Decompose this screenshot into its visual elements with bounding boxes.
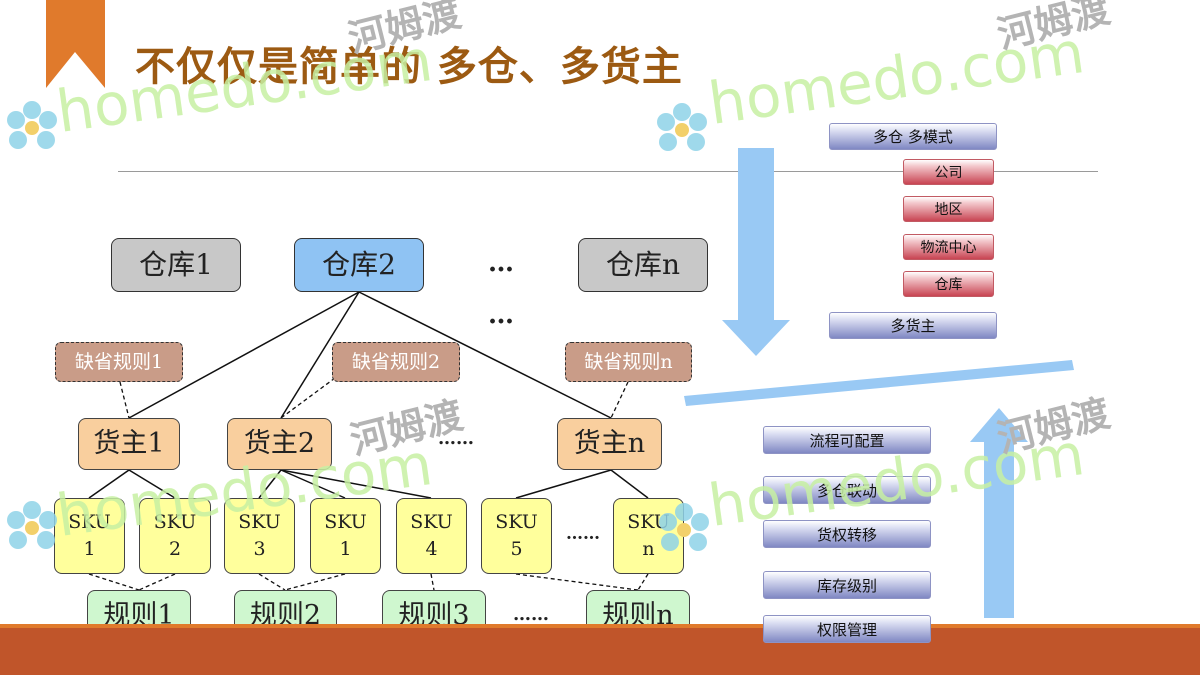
sku-box: SKU 3: [224, 498, 295, 574]
connector-ownern-skun: [610, 469, 649, 499]
feature-multi-warehouse-linkage: 多仓联动: [763, 476, 931, 504]
rule-row-ellipsis: ……: [513, 604, 549, 625]
dash-rule2-owner2: [280, 377, 336, 419]
sku-box: SKU 1: [54, 498, 125, 574]
connector-owner2-sku4: [280, 469, 432, 499]
level-warehouse: 仓库: [903, 271, 994, 297]
sku-box: SKU n: [613, 498, 684, 574]
connector-wh2-owner1: [128, 291, 360, 419]
watermark-flower-icon: [2, 498, 62, 562]
page-title: 不仅仅是简单的 多仓、多货主: [135, 44, 683, 90]
level-logistics-center: 物流中心: [903, 234, 994, 260]
dash-skun-rulen: [637, 573, 649, 591]
owner-row-ellipsis: ……: [438, 428, 474, 449]
owner-1: 货主1: [78, 418, 180, 470]
owner-2: 货主2: [227, 418, 332, 470]
level-company: 公司: [903, 159, 994, 185]
dash-sku3-rule2: [258, 573, 286, 591]
dash-rulen-ownern: [610, 381, 629, 419]
feature-configurable-process: 流程可配置: [763, 426, 931, 454]
corner-tag: [46, 0, 105, 88]
multi-owner-label: 多货主: [829, 312, 997, 339]
separator-bar: [684, 360, 1074, 406]
level-region: 地区: [903, 196, 994, 222]
up-arrow-icon: [970, 408, 1028, 618]
connector-owner2-sku1b: [280, 469, 346, 499]
dash-sku1b-rule2: [284, 573, 346, 591]
connector-owner1-sku1: [88, 469, 130, 499]
connector-ownern-sku5: [515, 469, 612, 499]
divider-line: [118, 171, 1098, 172]
sku-box: SKU 4: [396, 498, 467, 574]
watermark-flower-icon: [2, 98, 62, 162]
down-arrow-icon: [722, 148, 790, 356]
connector-owner1-sku2: [128, 469, 176, 499]
warehouse-1: 仓库1: [111, 238, 241, 292]
owner-n: 货主n: [557, 418, 662, 470]
footer-bar: [0, 624, 1200, 675]
default-rule-n: 缺省规则n: [565, 342, 692, 382]
dash-rule1-owner1: [119, 381, 130, 419]
feature-inventory-level: 库存级别: [763, 571, 931, 599]
warehouse-2: 仓库2: [294, 238, 424, 292]
dash-sku4-rule3: [430, 573, 435, 591]
dash-sku5-rulen: [515, 573, 639, 591]
sku-box: SKU 2: [139, 498, 211, 574]
below-warehouse-ellipsis: …: [488, 300, 514, 330]
dash-sku1-rule1: [88, 573, 140, 591]
multi-warehouse-mode-label: 多仓 多模式: [829, 123, 997, 150]
sku-box: SKU 5: [481, 498, 552, 574]
dash-sku2-rule1: [138, 573, 176, 591]
feature-permission-management: 权限管理: [763, 615, 931, 643]
warehouse-row-ellipsis: …: [488, 248, 514, 278]
sku-row-ellipsis: ……: [566, 524, 600, 544]
watermark-flower-icon: [654, 500, 714, 564]
connector-wh2-ownern: [358, 291, 612, 419]
connector-wh2-owner2: [280, 291, 360, 419]
warehouse-n: 仓库n: [578, 238, 708, 292]
default-rule-1: 缺省规则1: [55, 342, 183, 382]
feature-ownership-transfer: 货权转移: [763, 520, 931, 548]
sku-box: SKU 1: [310, 498, 381, 574]
watermark-flower-icon: [652, 100, 712, 164]
connector-owner2-sku3: [258, 469, 282, 499]
default-rule-2: 缺省规则2: [332, 342, 460, 382]
